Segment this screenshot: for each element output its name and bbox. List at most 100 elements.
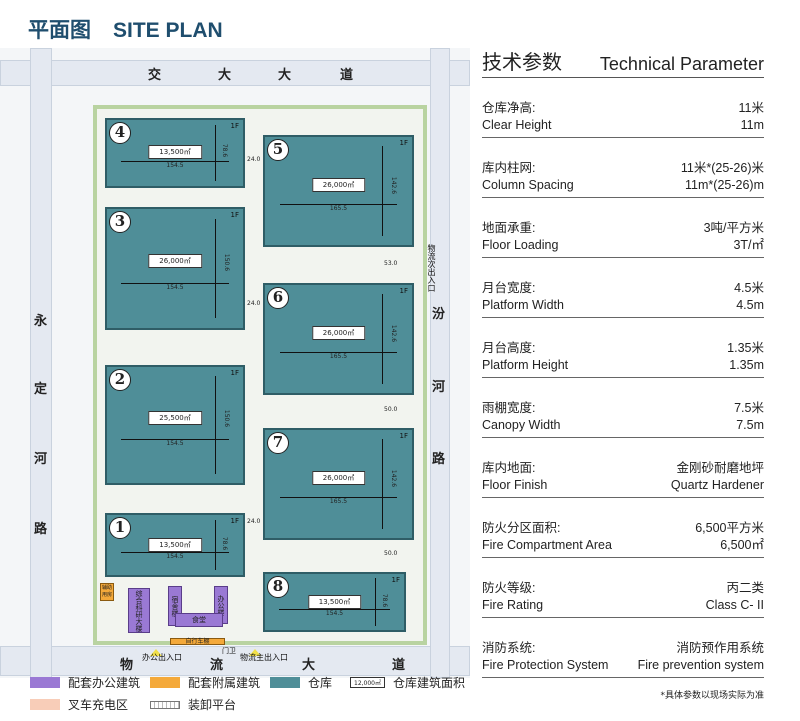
height-dim: 142.6 [381, 293, 397, 385]
width-dim: 154.5 [120, 438, 230, 447]
param-value: Quartz Hardener [670, 478, 764, 492]
research-building: 综合科研大楼 [128, 588, 150, 633]
height-value: 78.6 [220, 144, 228, 158]
office-gate[interactable]: 办公出入口 [142, 653, 182, 662]
warehouse-number: 1 [109, 517, 131, 539]
param-value: 4.5m [736, 298, 764, 312]
height-value: 150.6 [222, 253, 230, 271]
param-line: 库内柱网:11米*(25-26)米 [482, 160, 764, 177]
panel-title-en: Technical Parameter [599, 54, 764, 74]
legend-label: 配套附属建筑 [188, 676, 261, 690]
road-name: 道 [392, 658, 406, 673]
title-cn: 平面图 [28, 18, 91, 42]
panel-title-cn: 技术参数 [482, 50, 562, 74]
road-top [0, 60, 470, 86]
bike-shed: 自行车棚 [170, 638, 225, 645]
area-label: 13,500㎡ [148, 145, 202, 160]
param-label: 消防系统: [482, 641, 536, 655]
legend-label: 仓库 [308, 676, 333, 690]
width-dim: 165.5 [279, 496, 398, 505]
width-dim: 154.5 [120, 160, 230, 169]
road-name: 交 [148, 68, 162, 83]
warehouse-number: 4 [109, 122, 131, 144]
footnote: *具体参数以现场实际为准 [660, 691, 764, 701]
distance-label: 50.0 [384, 406, 398, 413]
height-value: 142.6 [389, 176, 397, 195]
param-line: 雨棚宽度:7.5米 [482, 400, 764, 417]
width-dim: 154.5 [120, 552, 230, 560]
floor-label: 1F [399, 287, 408, 295]
floor-label: 1F [230, 369, 239, 377]
legend-label: 叉车充电区 [68, 698, 129, 712]
road-name: 路 [432, 452, 446, 467]
height-dim: 150.6 [214, 376, 230, 474]
secondary-logistics-gate[interactable]: 物流次出入口 [427, 244, 436, 292]
warehouse-number: 2 [109, 369, 131, 391]
road-name: 河 [432, 380, 446, 395]
param-value: 消防预作用系统 [676, 641, 764, 655]
canteen-building: 食堂 [175, 613, 223, 627]
param-line: Platform Width 4.5m [482, 297, 764, 314]
floor-label: 1F [391, 576, 400, 584]
param-value: 11米 [738, 101, 764, 115]
height-dim: 78.6 [375, 578, 388, 626]
width-dim: 154.5 [120, 282, 230, 291]
road-bottom [0, 646, 470, 676]
param-line: 月台宽度:4.5米 [482, 280, 764, 297]
road-name: 河 [34, 452, 48, 467]
width-dim: 154.5 [278, 608, 391, 617]
param-line: Canopy Width 7.5m [482, 417, 764, 434]
road-right [430, 48, 450, 678]
param-label: Column Spacing [482, 178, 574, 192]
warehouse-number: 5 [267, 139, 289, 161]
floor-label: 1F [399, 432, 408, 440]
param-label: Canopy Width [482, 418, 561, 432]
swatch [30, 699, 60, 710]
height-dim: 150.6 [214, 218, 230, 319]
floor-label: 1F [399, 139, 408, 147]
param-label: Platform Width [482, 298, 564, 312]
area-sample: 12,000㎡ [350, 677, 385, 688]
legend-label: 配套办公建筑 [68, 676, 141, 690]
param-label: Floor Finish [482, 478, 548, 492]
gate-marker [150, 649, 162, 656]
swatch [270, 677, 300, 688]
width-dim: 165.5 [279, 351, 398, 360]
swatch [30, 677, 60, 688]
panel-header: 技术参数 Technical Parameter [482, 46, 764, 78]
swatch [150, 677, 180, 688]
height-dim: 78.6 [214, 125, 228, 181]
road-name: 道 [340, 68, 354, 83]
main-logistics-gate[interactable]: 物流主出入口 [240, 653, 288, 662]
param-label: 防火等级: [482, 581, 536, 595]
param-value: 7.5m [736, 418, 764, 432]
height-value: 78.6 [220, 536, 228, 551]
area-label: 26,000㎡ [148, 254, 202, 269]
road-name: 大 [278, 68, 292, 83]
distance-label: 53.0 [384, 260, 398, 267]
area-label: 26,000㎡ [311, 178, 366, 193]
legend-forklift: 叉车充电区 [30, 696, 128, 713]
floor-label: 1F [230, 211, 239, 219]
warehouse-number: 6 [267, 287, 289, 309]
